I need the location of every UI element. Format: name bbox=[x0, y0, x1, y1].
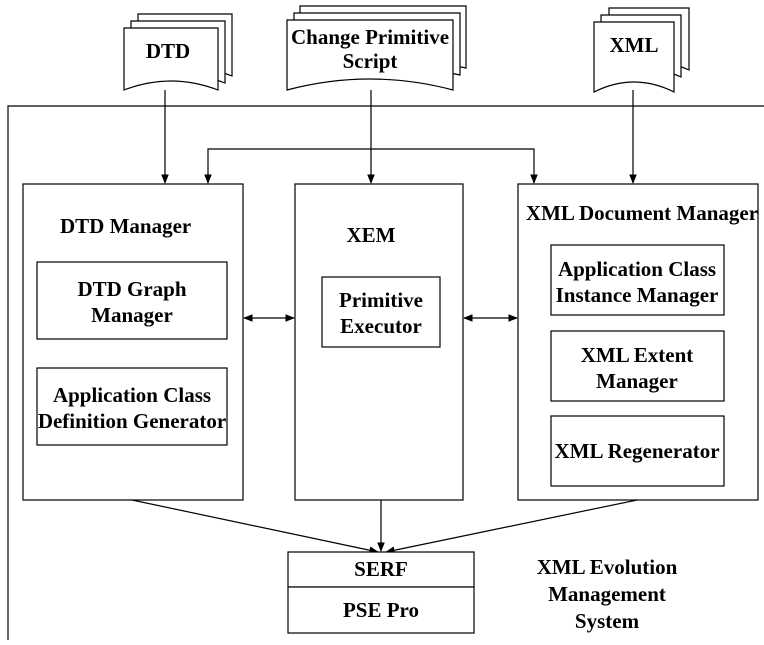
dtd-manager-box bbox=[22, 183, 244, 501]
arrow-xml-manager-to-serf bbox=[385, 499, 638, 555]
primitive-executor-line1: Primitive bbox=[339, 288, 423, 312]
serf-label: SERF bbox=[354, 557, 408, 581]
class-definition-generator-line1: Application Class bbox=[53, 383, 211, 407]
instance-manager-line2: Instance Manager bbox=[556, 283, 719, 307]
dtd-document-label: DTD bbox=[146, 39, 190, 63]
pse-pro-label: PSE Pro bbox=[343, 598, 419, 622]
primitive-executor-line2: Executor bbox=[340, 314, 422, 338]
class-definition-generator-line2: Definition Generator bbox=[38, 409, 226, 433]
arrow-dtd-manager-to-serf bbox=[131, 499, 379, 554]
class-definition-generator-box bbox=[36, 367, 228, 446]
dtd-document-icon: DTD bbox=[123, 13, 233, 91]
change-script-document-icon: Change Primitive Script bbox=[286, 5, 467, 91]
connector-dtd-xml-managers bbox=[204, 148, 538, 184]
extent-manager-box bbox=[550, 330, 725, 402]
pse-pro-box bbox=[287, 586, 475, 634]
system-label-line1: XML Evolution bbox=[537, 555, 678, 579]
xem-title: XEM bbox=[347, 223, 396, 247]
xml-document-icon: XML bbox=[593, 7, 690, 93]
system-label-line3: System bbox=[575, 609, 640, 633]
dtd-manager-title: DTD Manager bbox=[60, 214, 191, 238]
system-boundary bbox=[7, 105, 764, 640]
system-label-line2: Management bbox=[548, 582, 666, 606]
change-script-label-line2: Script bbox=[343, 49, 398, 73]
change-script-label-line1: Change Primitive bbox=[291, 25, 449, 49]
dtd-graph-manager-line2: Manager bbox=[91, 303, 173, 327]
dtd-graph-manager-box bbox=[36, 261, 228, 340]
xml-document-manager-title: XML Document Manager bbox=[526, 201, 758, 225]
primitive-executor-box bbox=[321, 276, 441, 348]
instance-manager-line1: Application Class bbox=[558, 257, 716, 281]
extent-manager-line2: Manager bbox=[596, 369, 678, 393]
serf-box bbox=[287, 551, 475, 588]
instance-manager-box bbox=[550, 244, 725, 316]
extent-manager-line1: XML Extent bbox=[581, 343, 694, 367]
xml-document-label: XML bbox=[610, 33, 659, 57]
xml-regenerator-label: XML Regenerator bbox=[554, 439, 719, 463]
xml-regenerator-box bbox=[550, 415, 725, 487]
dtd-graph-manager-line1: DTD Graph bbox=[77, 277, 186, 301]
